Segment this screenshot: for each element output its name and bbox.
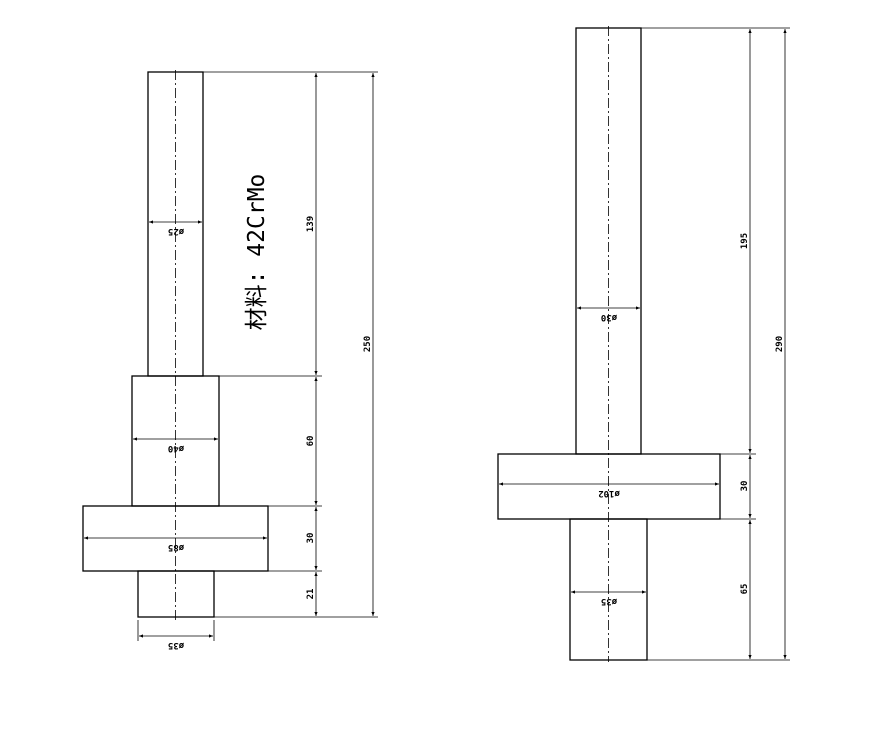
- left-shaft-bottom-section: [137, 570, 215, 618]
- right-shaft-flange: [497, 453, 721, 520]
- dim-text-d102: ø102: [598, 488, 620, 498]
- right-shaft: [497, 26, 721, 662]
- dim-text-d35-right: ø35: [601, 596, 617, 606]
- left-length-dimensions: 139 60 30 21 250: [203, 71, 378, 618]
- dim-text-290: 290: [775, 336, 785, 352]
- dim-text-d85: ø85: [168, 542, 184, 552]
- dim-text-d30: ø30: [601, 312, 617, 322]
- dim-text-d25: ø25: [168, 226, 184, 236]
- dim-text-250: 250: [363, 336, 373, 352]
- dim-text-21: 21: [306, 589, 316, 600]
- dim-text-65: 65: [740, 584, 750, 595]
- right-diameter-dimensions: ø30 ø102 ø35: [499, 306, 719, 606]
- left-diameter-dimensions: ø25 ø40 ø85 ø35: [84, 220, 267, 650]
- dim-text-139: 139: [306, 216, 316, 232]
- dim-text-d40: ø40: [168, 443, 184, 453]
- dim-text-60: 60: [306, 436, 316, 447]
- right-length-dimensions: 195 30 65 290: [641, 27, 790, 661]
- dim-text-195: 195: [740, 233, 750, 249]
- dim-text-d35: ø35: [168, 640, 184, 650]
- dim-text-30: 30: [306, 533, 316, 544]
- left-shaft: [82, 70, 269, 620]
- material-label: 材料: 42CrMo: [244, 174, 270, 331]
- dim-text-right-30: 30: [740, 481, 750, 492]
